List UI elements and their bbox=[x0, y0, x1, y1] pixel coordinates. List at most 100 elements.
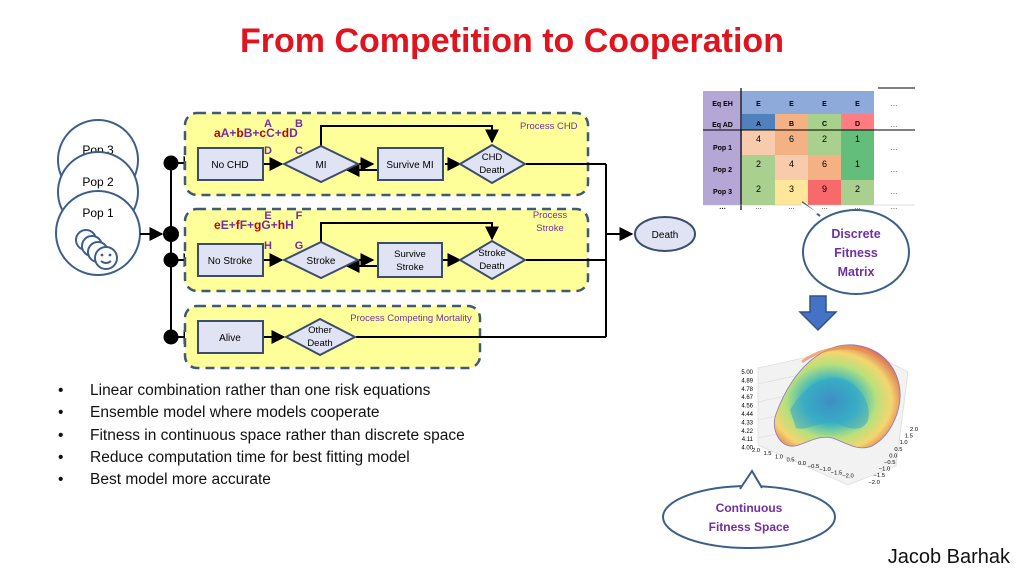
y-tick-label: −2.0 bbox=[868, 480, 879, 486]
z-tick-label: 4.89 bbox=[741, 378, 753, 384]
matrix-ellipsis: … bbox=[891, 122, 898, 129]
formula-part: G+ bbox=[261, 218, 277, 232]
matrix-value: 2 bbox=[855, 184, 860, 194]
matrix-ellipsis: … bbox=[891, 204, 898, 211]
merge-connectors bbox=[605, 164, 634, 337]
stroke-letter-h: H bbox=[264, 240, 272, 252]
matrix-value: 2 bbox=[756, 184, 761, 194]
ad-cell-label: B bbox=[789, 121, 794, 128]
split-connectors bbox=[140, 155, 198, 345]
matrix-value-cell bbox=[742, 130, 775, 155]
formula-part: g bbox=[254, 218, 261, 232]
ad-cell-label: C bbox=[822, 121, 827, 128]
formula-part: E+ bbox=[221, 218, 236, 232]
eh-cell-label: E bbox=[855, 101, 860, 108]
process-stroke-box: Process Stroke E F eE+fF+gG+hH H G No St… bbox=[183, 207, 606, 293]
formula-part: f bbox=[236, 218, 241, 232]
stroke-label: Stroke bbox=[307, 256, 336, 267]
y-tick-label: −1.5 bbox=[874, 473, 885, 479]
matrix-value: 9 bbox=[822, 184, 827, 194]
matrix-value-cell bbox=[808, 180, 841, 205]
stroke-death-node bbox=[458, 239, 528, 281]
ad-cell-label: D bbox=[855, 121, 860, 128]
eh-cell bbox=[742, 91, 775, 114]
death-node bbox=[634, 216, 696, 252]
bullet-item: •Best model more accurate bbox=[58, 469, 465, 491]
discrete-label-3: Matrix bbox=[838, 265, 875, 279]
bullet-dot: • bbox=[58, 382, 64, 399]
continuous-label-2: Fitness Space bbox=[709, 520, 790, 534]
bullet-item: •Reduce computation time for best fittin… bbox=[58, 447, 465, 469]
x-tick-label: −1.0 bbox=[819, 467, 830, 473]
formula-part: B+ bbox=[244, 126, 260, 140]
bullet-item: •Fitness in continuous space rather than… bbox=[58, 425, 465, 447]
matrix-value: 1 bbox=[855, 134, 860, 144]
survive-stroke-label-1: Survive bbox=[394, 249, 426, 260]
y-tick-label: 0.5 bbox=[894, 447, 902, 453]
matrix-ellipsis: … bbox=[788, 204, 795, 211]
matrix-ellipsis: … bbox=[755, 204, 762, 211]
z-tick-label: 4.00 bbox=[741, 446, 753, 452]
y-tick-label: −0.5 bbox=[884, 460, 895, 466]
ad-cell bbox=[775, 114, 808, 130]
matrix-value-cell bbox=[775, 130, 808, 155]
matrix-ellipsis: … bbox=[891, 167, 898, 174]
mi-label: MI bbox=[315, 160, 326, 171]
process-competing-label: Process Competing Mortality bbox=[350, 313, 472, 324]
formula-part: C+ bbox=[266, 126, 282, 140]
pop2-label: Pop 2 bbox=[82, 175, 114, 189]
matrix-value-cell bbox=[742, 180, 775, 205]
matrix-value: 3 bbox=[789, 184, 794, 194]
chd-death-label-2: Death bbox=[479, 165, 504, 176]
z-tick-label: 4.11 bbox=[742, 437, 754, 443]
ad-cell bbox=[808, 114, 841, 130]
matrix-value: 2 bbox=[822, 134, 827, 144]
bullet-text: Fitness in continuous space rather than … bbox=[90, 426, 465, 444]
stroke-formula: eE+fF+gG+hH bbox=[214, 218, 294, 232]
matrix-value: 4 bbox=[789, 159, 794, 169]
eh-cell bbox=[775, 91, 808, 114]
pop1-label: Pop 1 bbox=[82, 206, 114, 220]
matrix-value-cell bbox=[775, 155, 808, 180]
populations: Pop 3 Pop 2 Pop 1 bbox=[55, 119, 141, 276]
z-axis-ticks: 5.004.894.784.674.564.444.334.224.114.00 bbox=[741, 370, 753, 452]
matrix-value-cell bbox=[808, 130, 841, 155]
z-tick-label: 4.56 bbox=[741, 404, 753, 410]
eh-cell bbox=[808, 91, 841, 114]
matrix-value-cell bbox=[808, 155, 841, 180]
matrix-value-cell bbox=[775, 180, 808, 205]
x-axis-ticks: 2.01.51.00.50.0−0.5−1.0−1.5−2.0 bbox=[752, 448, 854, 480]
ad-cell bbox=[841, 114, 874, 130]
matrix-row-header: Pop 2 bbox=[713, 167, 732, 174]
eh-cell bbox=[841, 91, 874, 114]
formula-part: F+ bbox=[240, 218, 254, 232]
formula-part: c bbox=[259, 126, 266, 140]
process-chd-box: Process CHD A B aA+bB+cC+dD D C No CHD M… bbox=[183, 111, 606, 197]
matrix-value: 1 bbox=[855, 159, 860, 169]
bullet-text: Reduce computation time for best fitting… bbox=[90, 448, 410, 466]
eh-cell-label: E bbox=[822, 101, 827, 108]
y-tick-label: 0.0 bbox=[889, 453, 897, 459]
discrete-label-1: Discrete bbox=[831, 227, 880, 241]
process-stroke-label-2: Stroke bbox=[536, 223, 563, 234]
matrix-value-cell bbox=[841, 130, 874, 155]
bullet-dot: • bbox=[58, 404, 64, 422]
matrix-ellipsis: … bbox=[821, 204, 828, 211]
y-tick-label: 1.0 bbox=[900, 440, 908, 446]
stroke-death-label-1: Stroke bbox=[478, 248, 505, 259]
bullet-item: •Linear combination rather than one risk… bbox=[58, 380, 465, 402]
matrix-ellipsis: … bbox=[891, 101, 898, 108]
matrix-ellipsis: … bbox=[891, 189, 898, 196]
ad-cell bbox=[742, 114, 775, 130]
matrix-row-header: Pop 1 bbox=[713, 145, 732, 152]
chd-letter-a: A bbox=[264, 118, 272, 130]
x-tick-label: 0.5 bbox=[786, 458, 794, 464]
process-chd-label: Process CHD bbox=[520, 121, 578, 132]
x-tick-label: 2.0 bbox=[752, 448, 760, 454]
process-stroke-label-1: Process bbox=[533, 210, 568, 221]
no-chd-label: No CHD bbox=[211, 160, 248, 171]
author-name: Jacob Barhak bbox=[887, 546, 1010, 568]
formula-part: A+ bbox=[221, 126, 237, 140]
x-tick-label: 1.0 bbox=[775, 454, 783, 460]
matrix-value: 2 bbox=[756, 159, 761, 169]
